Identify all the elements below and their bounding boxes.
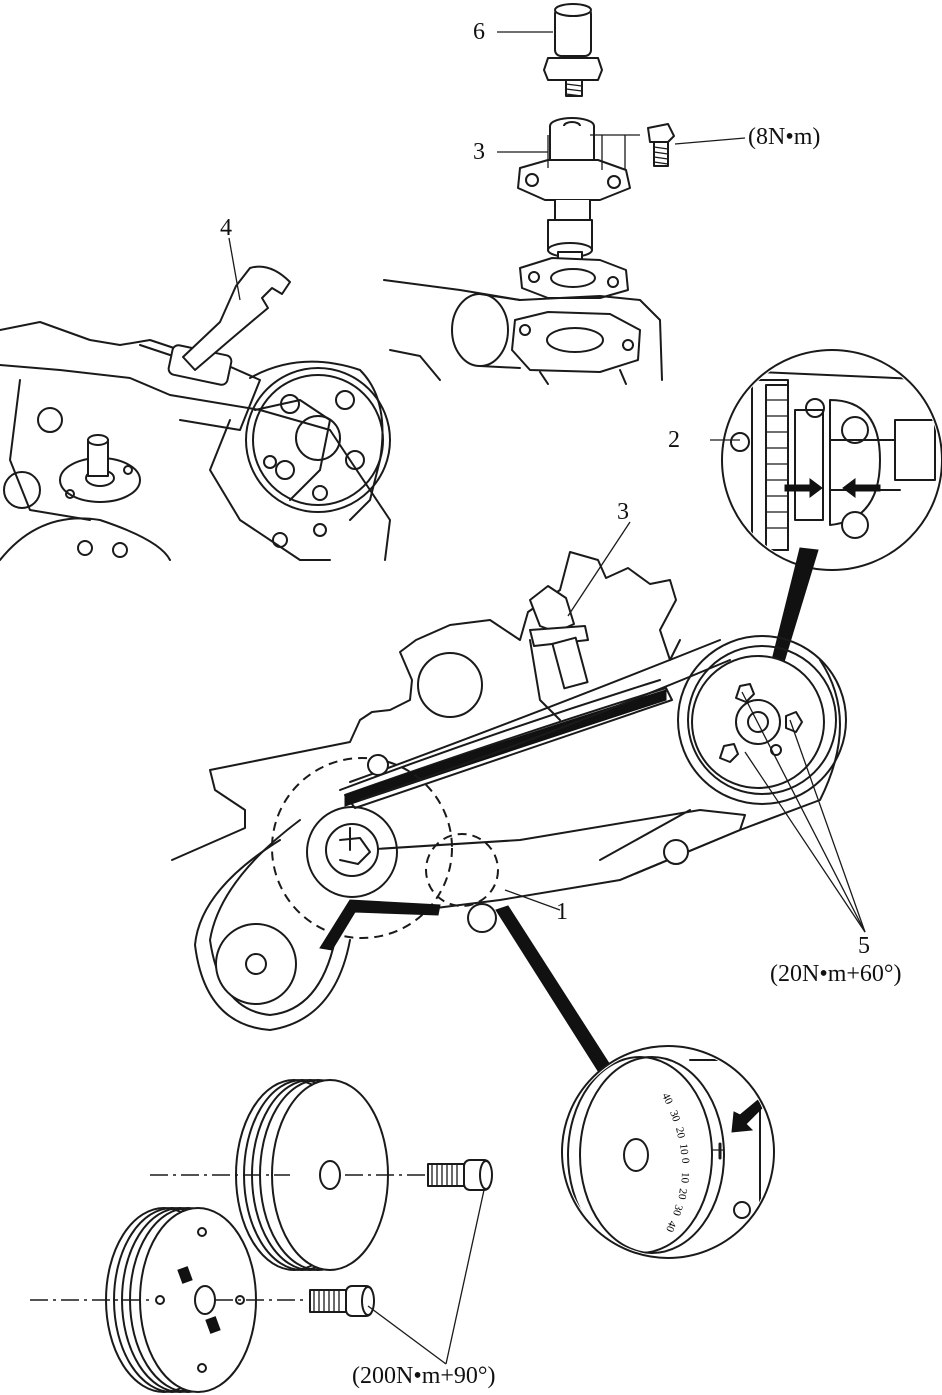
- scale-upper-10: 10: [677, 1143, 690, 1156]
- scale-upper-40: 40: [659, 1091, 675, 1106]
- scale-upper-20: 20: [673, 1126, 687, 1140]
- label-part-2: 2: [668, 427, 680, 453]
- label-torque-camshaft: (20N•m+60°): [770, 961, 902, 987]
- crank-bolt-lower: [309, 1285, 375, 1317]
- scale-upper-30: 30: [667, 1109, 682, 1124]
- scale-lower-10: 10: [679, 1172, 691, 1184]
- timing-chain-assembly: [171, 521, 866, 1075]
- scale-lower-20: 20: [675, 1188, 688, 1201]
- bolt-icon: [647, 123, 675, 167]
- label-torque-8nm: (8N•m): [748, 124, 821, 150]
- label-part-4: 4: [220, 215, 232, 241]
- tensioner-3-installed: [529, 585, 589, 690]
- tensioner-gasket: [519, 257, 629, 299]
- crank-sprocket: [215, 923, 297, 1005]
- label-part-6: 6: [473, 19, 485, 45]
- sprocket-icon: [245, 367, 391, 513]
- scale-upper-0: 0: [679, 1158, 691, 1164]
- pulley-icon: [235, 1079, 389, 1271]
- chain-icon: [765, 384, 789, 551]
- label-torque-crank: (200N•m+90°): [352, 1363, 496, 1389]
- tensioner-body-3: [517, 117, 631, 277]
- wrench-icon: [182, 265, 291, 371]
- label-part-5: 5: [858, 933, 870, 959]
- tensioner-detail-circle: [710, 349, 942, 663]
- label-part-3-top: 3: [473, 139, 485, 165]
- pulley-scale-detail: 40 30 20 10 0 10 20 30 40: [561, 1045, 775, 1259]
- tensioner-assembly: [383, 3, 746, 385]
- tensioner-cap-6: [543, 3, 603, 97]
- engine-block-top: [383, 279, 663, 385]
- pulleys: [30, 1079, 493, 1393]
- label-part-3-mid: 3: [617, 499, 629, 525]
- crank-bolt-upper: [427, 1159, 493, 1191]
- intermediate-sprocket: [306, 806, 398, 898]
- scale-lower-40: 40: [663, 1219, 678, 1234]
- wrench-scene: [0, 237, 391, 561]
- label-part-1: 1: [556, 899, 568, 925]
- scale-lower-30: 30: [670, 1203, 685, 1217]
